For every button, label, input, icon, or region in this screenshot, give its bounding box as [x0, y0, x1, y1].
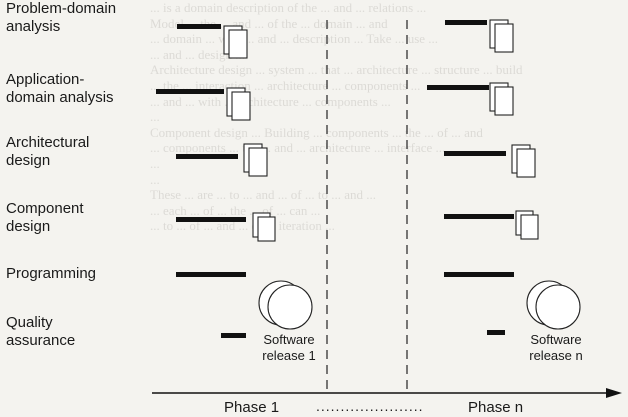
activity-label-line: analysis — [6, 18, 61, 35]
background-text-line: Component design ... Building ... compon… — [150, 124, 483, 140]
activity-bar — [444, 272, 514, 277]
activity-label-line: Programming — [6, 265, 97, 282]
background-text-line: ... — [150, 109, 160, 125]
background-text-line: ... is a domain description of the ... a… — [150, 0, 427, 15]
background-text-line: ... and ... with ... architecture ... co… — [150, 93, 391, 109]
background-text-line: ... each ... of ... the ... of ... can .… — [150, 202, 321, 218]
time-axis-arrowhead — [606, 388, 622, 398]
background-text-line: ... domain ... with ... and ... descript… — [150, 31, 439, 47]
activity-label-architectural-design: Architectural design — [6, 134, 89, 170]
activity-label-component-design: Component design — [6, 200, 84, 236]
phase-ellipsis: ...................... — [316, 398, 424, 414]
release-caption-phase-1: Software release 1 — [250, 332, 328, 364]
activity-label-line: Architectural — [6, 134, 90, 151]
document-stack — [489, 82, 514, 116]
activity-bar — [444, 214, 514, 219]
activity-bar — [487, 330, 505, 335]
background-text-line: ... — [150, 171, 160, 187]
activity-label-line: assurance — [6, 332, 76, 349]
release-caption-line: Software — [263, 332, 315, 347]
release-caption-line: release n — [529, 348, 583, 363]
background-text-line: These ... are ... to ... and ... of ... … — [150, 187, 377, 203]
activity-label-line: design — [6, 218, 51, 235]
background-text: ... is a domain description of the ... a… — [150, 0, 628, 395]
release-caption-phase-n: Software release n — [516, 332, 596, 364]
document-stack — [252, 212, 276, 242]
background-text-line: ... — [150, 155, 160, 171]
activity-label-line: domain analysis — [6, 89, 114, 106]
document-stack — [223, 25, 248, 59]
activity-label-line: Application- — [6, 71, 85, 88]
activity-label-quality-assurance: Quality assurance — [6, 314, 75, 350]
software-release-disc — [258, 280, 313, 330]
activity-label-programming: Programming — [6, 265, 96, 283]
activity-label-application-domain-analysis: Application- domain analysis — [6, 71, 114, 107]
activity-label-problem-domain-analysis: Problem-domain analysis — [6, 0, 116, 36]
phase-label-n: Phase n — [468, 399, 524, 416]
document-stack — [226, 87, 251, 121]
background-text-line: ... and ... design ... — [150, 46, 245, 62]
software-release-disc — [526, 280, 581, 330]
activity-bar — [445, 20, 487, 25]
background-text-line: Architecture design ... system ... that … — [150, 62, 523, 78]
activity-label-line: design — [6, 152, 51, 169]
activity-bar — [176, 217, 246, 222]
phase-label-1: Phase 1 — [224, 399, 280, 416]
activity-bar — [427, 85, 489, 90]
release-caption-line: release 1 — [262, 348, 316, 363]
activity-bar — [156, 89, 224, 94]
background-text-line: ... components ... the ... and ... archi… — [150, 140, 446, 156]
activity-bar — [177, 24, 221, 29]
activity-label-line: Problem-domain — [6, 0, 117, 17]
activity-bar — [444, 151, 506, 156]
background-text-line: ... to ... of ... and ... of ... iterati… — [150, 218, 335, 234]
activity-bar — [176, 272, 246, 277]
activity-bar — [221, 333, 246, 338]
document-stack — [511, 144, 536, 178]
release-caption-line: Software — [530, 332, 582, 347]
activity-bar — [176, 154, 238, 159]
document-stack — [243, 143, 268, 177]
activity-label-line: Component — [6, 200, 84, 217]
document-stack — [489, 19, 514, 53]
activity-label-line: Quality — [6, 314, 53, 331]
document-stack — [515, 210, 539, 240]
